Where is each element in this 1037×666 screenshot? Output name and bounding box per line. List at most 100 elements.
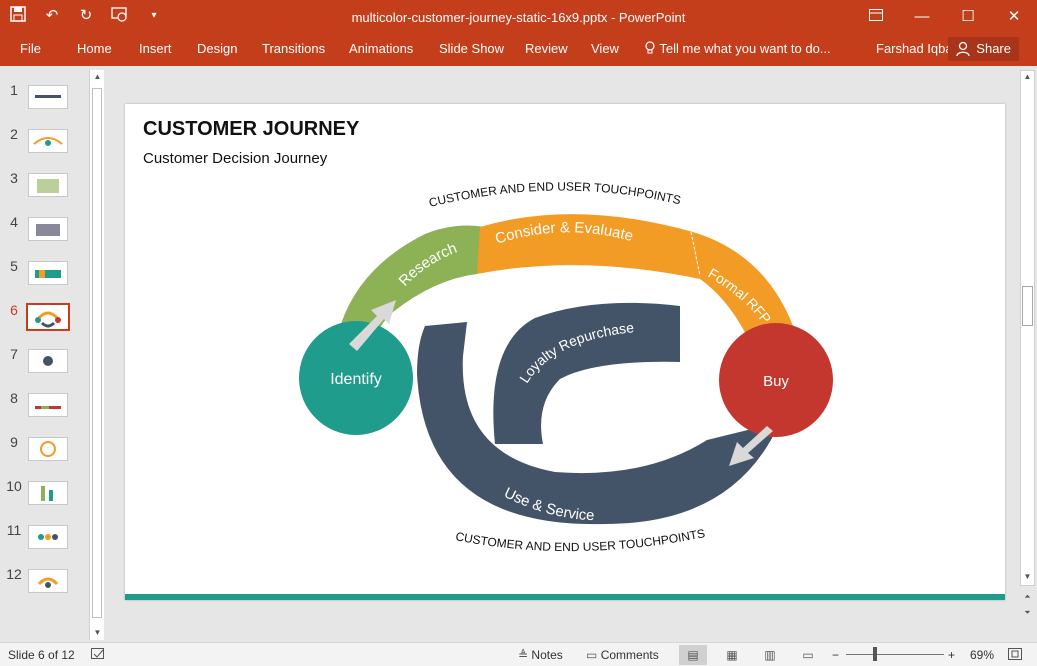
comments-button[interactable]: ▭ Comments	[586, 648, 659, 662]
fit-slide-icon[interactable]	[1008, 648, 1022, 663]
ribbon-tabs: File Home Insert Design Transitions Anim…	[0, 35, 1037, 66]
thumbnail-image	[28, 217, 68, 241]
thumbnail-slide-2[interactable]: 2	[0, 126, 90, 166]
buy-circle[interactable]	[719, 323, 833, 437]
thumbnail-slide-1[interactable]: 1	[0, 82, 90, 122]
thumbnail-number: 11	[6, 522, 22, 538]
touchpoints-bottom-label: CUSTOMER AND END USER TOUCHPOINTS	[454, 526, 706, 554]
next-slide-icon[interactable]: ⏷	[1024, 608, 1031, 617]
spelling-icon[interactable]	[91, 648, 105, 663]
thumbnail-image	[28, 85, 68, 109]
thumbnail-slide-12[interactable]: 12	[0, 566, 90, 606]
journey-diagram[interactable]: CUSTOMER AND END USER TOUCHPOINTS CUSTOM…	[125, 104, 1005, 594]
scroll-down-icon[interactable]: ▼	[93, 628, 102, 637]
thumbnail-number: 4	[10, 214, 18, 230]
tab-home[interactable]: Home	[77, 41, 112, 56]
thumbnail-slide-10[interactable]: 10	[0, 478, 90, 518]
slide-counter: Slide 6 of 12	[8, 648, 75, 662]
scrollbar-thumb[interactable]	[1022, 286, 1033, 326]
normal-view-button[interactable]: ▤	[679, 645, 707, 665]
thumbnail-image	[28, 261, 68, 285]
previous-slide-icon[interactable]: ⏶	[1024, 592, 1031, 601]
zoom-out-icon[interactable]: −	[832, 648, 840, 662]
thumbnail-slide-4[interactable]: 4	[0, 214, 90, 254]
redo-icon[interactable]: ↻	[79, 7, 93, 24]
thumbnail-number: 7	[10, 346, 18, 362]
zoom-slider-handle[interactable]	[873, 647, 877, 661]
ribbon-display-icon[interactable]	[853, 0, 899, 33]
tab-insert[interactable]: Insert	[139, 41, 172, 56]
use-service-arc[interactable]	[417, 322, 780, 525]
comments-label: Comments	[600, 648, 659, 662]
share-button[interactable]: Share	[948, 37, 1019, 61]
thumbnail-image	[28, 349, 68, 373]
zoom-level[interactable]: 69%	[970, 648, 995, 662]
share-label: Share	[976, 41, 1011, 56]
thumbnail-number: 10	[6, 478, 22, 494]
slide-subtitle[interactable]: Customer Decision Journey	[143, 150, 328, 167]
thumbnail-image	[28, 525, 68, 549]
tell-me-box[interactable]: Tell me what you want to do...	[644, 41, 831, 56]
zoom-in-icon[interactable]: +	[948, 648, 956, 662]
tell-me-text: Tell me what you want to do...	[659, 41, 831, 56]
tab-design[interactable]: Design	[197, 41, 238, 56]
scrollbar-track[interactable]	[1020, 70, 1035, 586]
thumbnail-number: 2	[10, 126, 18, 142]
zoom-slider[interactable]	[846, 654, 944, 655]
tab-animations[interactable]: Animations	[349, 41, 414, 56]
thumbnail-scrollbar[interactable]: ▲ ▼	[89, 70, 104, 640]
thumbnail-number: 5	[10, 258, 18, 274]
save-icon[interactable]	[8, 6, 28, 26]
thumbnail-slide-9[interactable]: 9	[0, 434, 90, 474]
lightbulb-icon	[645, 41, 655, 54]
maximize-icon[interactable]: ☐	[961, 8, 975, 25]
undo-icon[interactable]: ↶	[45, 7, 59, 24]
thumbnail-slide-3[interactable]: 3	[0, 170, 90, 210]
status-bar: Slide 6 of 12 ≜ Notes ▭ Comments ▤ ▦ ▥ ▭…	[0, 642, 1037, 666]
slide-show-button[interactable]: ▭	[802, 648, 814, 662]
reading-view-button[interactable]: ▥	[764, 648, 776, 662]
thumbnail-number: 1	[10, 82, 18, 98]
minimize-icon[interactable]: —	[914, 8, 930, 25]
notes-button[interactable]: ≜ Notes	[518, 648, 563, 662]
scroll-down-icon[interactable]: ▼	[1023, 572, 1032, 581]
slide-sorter-button[interactable]: ▦	[726, 648, 738, 662]
thumbnail-image	[26, 303, 70, 331]
segment-divider	[690, 231, 701, 277]
scroll-up-icon[interactable]: ▲	[1023, 72, 1032, 81]
comment-icon: ▭	[586, 648, 598, 662]
identify-circle[interactable]	[299, 321, 413, 435]
thumbnail-slide-5[interactable]: 5	[0, 258, 90, 298]
loyalty-repurchase-arc[interactable]	[493, 302, 680, 444]
user-name[interactable]: Farshad Iqbal	[876, 41, 956, 56]
editor-scrollbar[interactable]: ▲ ▼ ⏶ ⏷	[1019, 66, 1037, 642]
thumbnail-slide-11[interactable]: 11	[0, 522, 90, 562]
customize-icon[interactable]: ▾	[151, 10, 157, 21]
touchpoints-top-label: CUSTOMER AND END USER TOUCHPOINTS	[427, 179, 682, 209]
arrow-up-icon	[349, 300, 396, 351]
person-icon	[956, 41, 970, 57]
tab-transitions[interactable]: Transitions	[262, 41, 326, 56]
thumbnail-image	[28, 129, 68, 153]
thumbnail-slide-6[interactable]: 6	[0, 302, 90, 342]
tab-view[interactable]: View	[591, 41, 619, 56]
slide-title[interactable]: CUSTOMER JOURNEY	[143, 118, 360, 140]
arrow-down-icon	[729, 426, 773, 466]
close-icon[interactable]: ✕	[1007, 8, 1021, 25]
thumbnail-image	[28, 437, 68, 461]
slide-canvas[interactable]: CUSTOMER JOURNEY Customer Decision Journ…	[125, 104, 1005, 600]
tab-review[interactable]: Review	[525, 41, 568, 56]
identify-label: Identify	[330, 371, 382, 388]
present-icon[interactable]	[110, 6, 130, 26]
tab-slide-show[interactable]: Slide Show	[439, 41, 505, 56]
scroll-up-icon[interactable]: ▲	[93, 72, 102, 81]
scrollbar-thumb[interactable]	[92, 88, 102, 618]
research-arc[interactable]	[338, 225, 485, 336]
thumbnail-number: 12	[6, 566, 22, 582]
thumbnail-slide-7[interactable]: 7	[0, 346, 90, 386]
tab-file[interactable]: File	[20, 41, 41, 56]
consider-evaluate-arc[interactable]	[477, 214, 700, 279]
thumbnail-slide-8[interactable]: 8	[0, 390, 90, 430]
buy-label: Buy	[763, 373, 789, 390]
thumbnail-image	[28, 569, 68, 593]
